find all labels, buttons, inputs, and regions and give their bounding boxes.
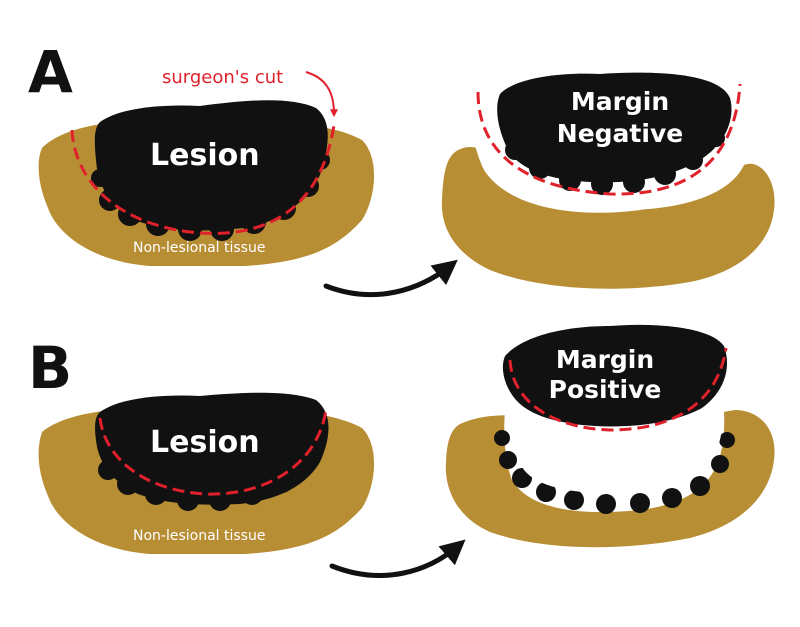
tissue-label: Non-lesional tissue xyxy=(133,528,265,544)
surgeon-cut-line xyxy=(508,347,728,432)
cut-pointer-arrow xyxy=(305,71,338,118)
surgeon-cut-annotation: surgeon's cut xyxy=(162,67,283,88)
excised-margin-cover xyxy=(512,412,723,494)
tissue-shape xyxy=(441,147,775,289)
lesion-label: Lesion xyxy=(150,425,260,460)
result-label-line1: Margin xyxy=(556,345,654,374)
panel-b-letter: B xyxy=(28,334,72,402)
panel-b-before: Lesion Non-lesional tissue xyxy=(38,392,375,554)
lesion-shape xyxy=(95,392,329,505)
panel-b-after: Margin Positive xyxy=(445,324,775,548)
panel-a-before: Lesion Non-lesional tissue surgeon's cut xyxy=(38,67,375,267)
panel-a-after: Margin Negative xyxy=(441,72,775,289)
result-label-line2: Positive xyxy=(549,375,662,404)
lesion-label: Lesion xyxy=(150,138,260,173)
lesion-shape xyxy=(497,72,732,183)
transition-arrow-b xyxy=(329,539,466,578)
tissue-label: Non-lesional tissue xyxy=(133,240,265,256)
lesion-nodules xyxy=(91,150,330,241)
lesion-shape xyxy=(94,100,328,231)
lesion-shape xyxy=(502,324,728,427)
result-label-line1: Margin xyxy=(571,87,669,116)
transition-arrow-a xyxy=(323,259,458,298)
panel-b: B Lesion Non-lesional tissue xyxy=(28,324,775,578)
surgeon-cut-line xyxy=(70,124,336,235)
panel-a-letter: A xyxy=(28,38,73,106)
result-label-line2: Negative xyxy=(557,119,683,148)
surgeon-cut-line xyxy=(476,83,742,196)
surgeon-cut-line xyxy=(98,409,328,496)
panel-a: A Lesion Non-lesional tissue surgeon's c… xyxy=(28,38,775,298)
lesion-nodules xyxy=(505,129,725,195)
